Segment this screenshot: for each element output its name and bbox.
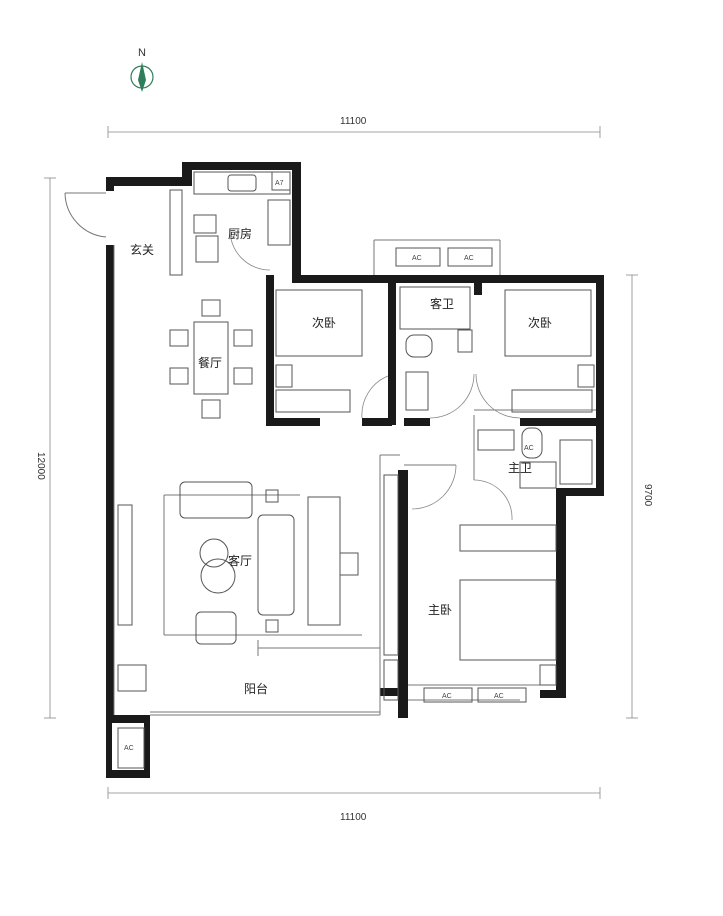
dimension-right: 9700 bbox=[642, 484, 653, 507]
room-label-balcony: 阳台 bbox=[244, 681, 268, 696]
ac-label-3: AC bbox=[442, 693, 452, 700]
room-label-entrance: 玄关 bbox=[130, 242, 154, 257]
room-labels: 玄关 厨房 餐厅 客厅 阳台 次卧 次卧 客卫 主卫 主卧 bbox=[130, 226, 552, 696]
beds bbox=[275, 289, 595, 686]
bathroom-fixtures bbox=[399, 286, 593, 489]
room-label-master-bedroom: 主卧 bbox=[428, 603, 452, 617]
room-label-kitchen: 厨房 bbox=[228, 226, 252, 241]
door-swings bbox=[229, 229, 521, 521]
room-label-second-bedroom-right: 次卧 bbox=[528, 316, 552, 330]
room-label-guest-bath: 客卫 bbox=[430, 296, 454, 311]
living-furniture bbox=[179, 481, 359, 645]
north-label: N bbox=[138, 47, 146, 59]
ac-units bbox=[117, 247, 527, 769]
dimension-lines bbox=[44, 126, 638, 799]
dimension-bottom: 11100 bbox=[340, 812, 367, 823]
ac-label-5: AC bbox=[124, 745, 134, 752]
storage-strips bbox=[117, 189, 399, 701]
north-compass: N bbox=[130, 47, 154, 92]
compass-arrow-icon bbox=[138, 62, 146, 92]
ac-label-1: AC bbox=[412, 255, 422, 262]
ac-label-4: AC bbox=[494, 693, 504, 700]
walls bbox=[106, 162, 604, 778]
kitchen-fixtures bbox=[193, 171, 291, 263]
kitchen-tag: A7 bbox=[275, 180, 284, 187]
thin-lines bbox=[64, 192, 596, 716]
room-label-master-bath: 主卫 bbox=[508, 461, 532, 475]
dimension-left: 12000 bbox=[35, 452, 46, 480]
room-label-dining: 餐厅 bbox=[198, 355, 222, 370]
dining-table bbox=[169, 299, 253, 419]
room-label-living: 客厅 bbox=[228, 553, 252, 568]
room-label-second-bedroom-left: 次卧 bbox=[312, 316, 336, 330]
ac-label-2: AC bbox=[464, 255, 474, 262]
ac-label-6: AC bbox=[524, 445, 534, 452]
dimension-top: 11100 bbox=[340, 116, 367, 127]
